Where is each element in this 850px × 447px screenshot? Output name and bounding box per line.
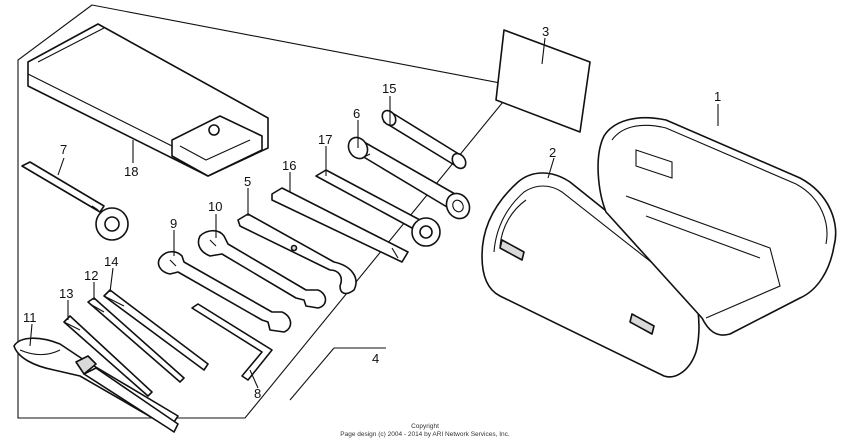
- copyright-line-2: Page design (c) 2004 - 2014 by ARI Netwo…: [340, 431, 510, 438]
- callout-10: 10: [208, 199, 222, 214]
- callout-2: 2: [549, 145, 556, 160]
- pin-spanner-5: [237, 213, 357, 295]
- callout-1: 1: [714, 89, 721, 104]
- saddle-bag-1: [597, 116, 837, 336]
- callout-8: 8: [254, 386, 261, 401]
- wrench-9: [157, 250, 292, 333]
- screwdriver-14: [103, 289, 209, 371]
- callout-4: 4: [372, 351, 379, 366]
- callout-3: 3: [542, 24, 549, 39]
- callout-14: 14: [104, 254, 118, 269]
- flat-spanner-16: [271, 187, 409, 263]
- callout-15: 15: [382, 81, 396, 96]
- socket-wrench-6: [347, 136, 471, 220]
- tool-bag: [27, 23, 269, 177]
- owners-card-3: [495, 29, 591, 133]
- callout-12: 12: [84, 268, 98, 283]
- box-wrench-17: [315, 169, 441, 247]
- callout-9: 9: [170, 216, 177, 231]
- wrench-10: [197, 229, 327, 309]
- saddle-bag-panel-2: [481, 172, 700, 378]
- hex-key-8: [191, 303, 273, 381]
- callout-16: 16: [282, 158, 296, 173]
- callout-5: 5: [244, 174, 251, 189]
- callout-13: 13: [59, 286, 73, 301]
- pliers-11: [13, 337, 179, 433]
- tool-kit-outline: [17, 4, 518, 419]
- handle-bar-15: [381, 109, 467, 170]
- callout-11: 11: [23, 310, 37, 325]
- callout-17: 17: [318, 132, 332, 147]
- callout-6: 6: [353, 106, 360, 121]
- callout-18: 18: [124, 164, 138, 179]
- callout-7: 7: [60, 142, 67, 157]
- screwdriver-12: [87, 297, 185, 383]
- copyright-line-1: Copyright: [411, 423, 439, 430]
- wrench-7: [21, 161, 129, 241]
